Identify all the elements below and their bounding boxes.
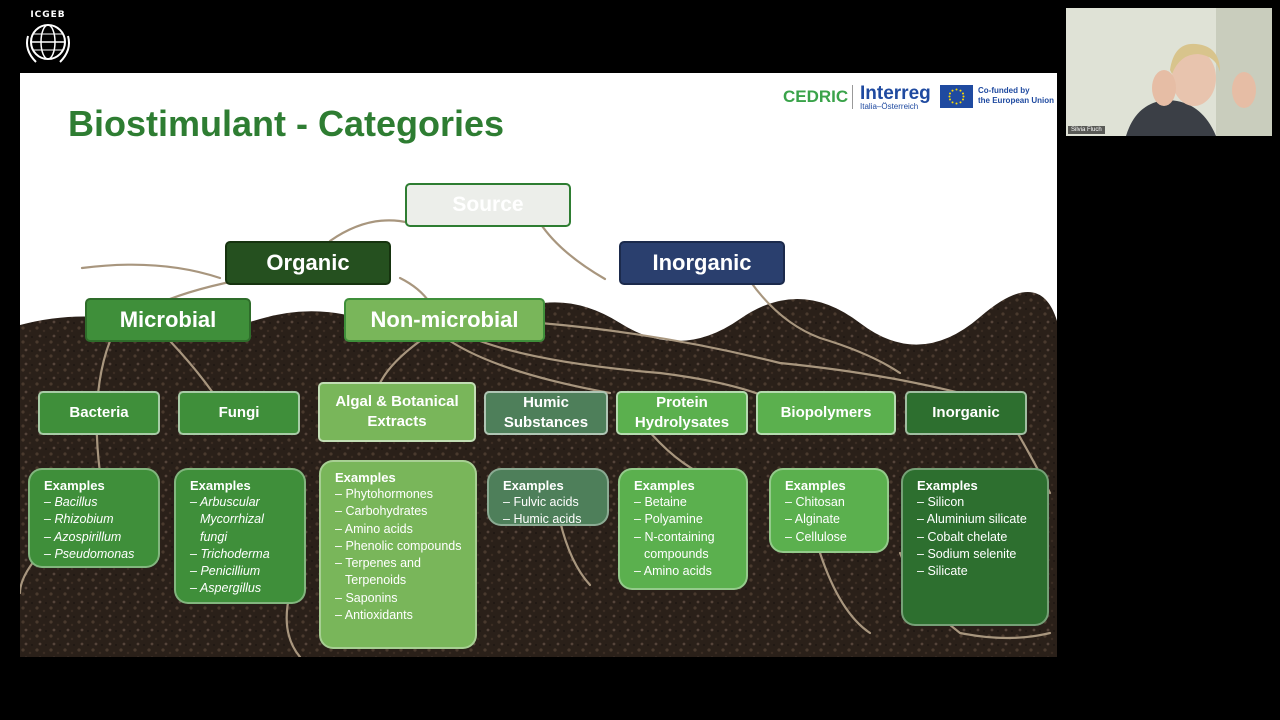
examples-heading: Examples (634, 478, 695, 493)
examples-heading: Examples (917, 478, 978, 493)
examples-heading: Examples (785, 478, 846, 493)
interreg-subtitle: Italia–Österreich (860, 102, 919, 111)
list-item: Fulvic acids (503, 494, 597, 511)
category-protein-hydrolysates: Protein Hydrolysates (616, 391, 748, 435)
list-item: Saponins (335, 590, 465, 607)
examples-humic: Examples Fulvic acids Humic acids (487, 468, 609, 526)
list-item: Cellulose (785, 529, 877, 546)
list-item: Penicillium (190, 563, 294, 580)
participant-name: Silvia Fluch (1068, 126, 1105, 134)
cofunded-line-1: Co-funded by (978, 86, 1030, 95)
globe-icon (26, 24, 70, 63)
node-non-microbial: Non-microbial (344, 298, 545, 342)
examples-biopolymers: Examples Chitosan Alginate Cellulose (769, 468, 889, 553)
list-item: Rhizobium (44, 511, 148, 528)
examples-heading: Examples (335, 470, 396, 485)
interreg-logo: Interreg (860, 83, 931, 104)
category-humic: Humic Substances (484, 391, 608, 435)
list-item: Humic acids (503, 511, 597, 528)
logo-text: ICGEB (30, 10, 66, 20)
node-microbial: Microbial (85, 298, 251, 342)
list-item: Polyamine (634, 511, 736, 528)
webcam-tile[interactable]: Silvia Fluch (1066, 8, 1272, 136)
list-item: Amino acids (335, 521, 465, 538)
category-fungi: Fungi (178, 391, 300, 435)
list-item: Arbuscular Mycorrhizal fungi (190, 494, 294, 546)
list-item: Carbohydrates (335, 503, 465, 520)
cedric-logo: CEDRIC (783, 87, 849, 106)
list-item: Silicate (917, 563, 1037, 580)
list-item: Betaine (634, 494, 736, 511)
category-biopolymers: Biopolymers (756, 391, 896, 435)
category-algal-botanical: Algal & Botanical Extracts (318, 382, 476, 442)
list-item: Cobalt chelate (917, 529, 1037, 546)
icgeb-logo: ICGEB (22, 10, 74, 68)
examples-heading: Examples (44, 478, 105, 493)
participant-video (1066, 8, 1272, 136)
examples-heading: Examples (503, 478, 564, 493)
list-item: Alginate (785, 511, 877, 528)
category-bacteria: Bacteria (38, 391, 160, 435)
brand-divider (852, 85, 853, 109)
list-item: Trichoderma (190, 546, 294, 563)
cofunded-line-2: the European Union (978, 96, 1054, 105)
list-item: Terpenes and Terpenoids (335, 555, 465, 590)
eu-cofunded-text: Co-funded by the European Union (978, 86, 1057, 106)
list-item: Chitosan (785, 494, 877, 511)
examples-inorganic: Examples Silicon Aluminium silicate Coba… (901, 468, 1049, 626)
list-item: Phytohormones (335, 486, 465, 503)
slide-title: Biostimulant - Categories (68, 103, 505, 144)
list-item: Antioxidants (335, 607, 465, 624)
category-inorganic: Inorganic (905, 391, 1027, 435)
list-item: Silicon (917, 494, 1037, 511)
list-item: Bacillus (44, 494, 148, 511)
examples-algal-botanical: Examples Phytohormones Carbohydrates Ami… (319, 460, 477, 649)
node-source: Source (405, 183, 571, 227)
examples-protein-hydrolysates: Examples Betaine Polyamine N-containing … (618, 468, 748, 590)
node-inorganic: Inorganic (619, 241, 785, 285)
examples-bacteria: Examples Bacillus Rhizobium Azospirillum… (28, 468, 160, 568)
list-item: Phenolic compounds (335, 538, 465, 555)
node-organic: Organic (225, 241, 391, 285)
list-item: Azospirillum (44, 529, 148, 546)
examples-heading: Examples (190, 478, 251, 493)
examples-fungi: Examples Arbuscular Mycorrhizal fungi Tr… (174, 468, 306, 604)
list-item: Sodium selenite (917, 546, 1037, 563)
list-item: Aspergillus (190, 580, 294, 597)
list-item: Pseudomonas (44, 546, 148, 563)
list-item: Amino acids (634, 563, 736, 580)
presentation-slide: Biostimulant - Categories CEDRIC Interre… (20, 73, 1057, 657)
eu-flag-icon (940, 85, 973, 108)
list-item: Aluminium silicate (917, 511, 1037, 528)
list-item: N-containing compounds (634, 529, 736, 564)
